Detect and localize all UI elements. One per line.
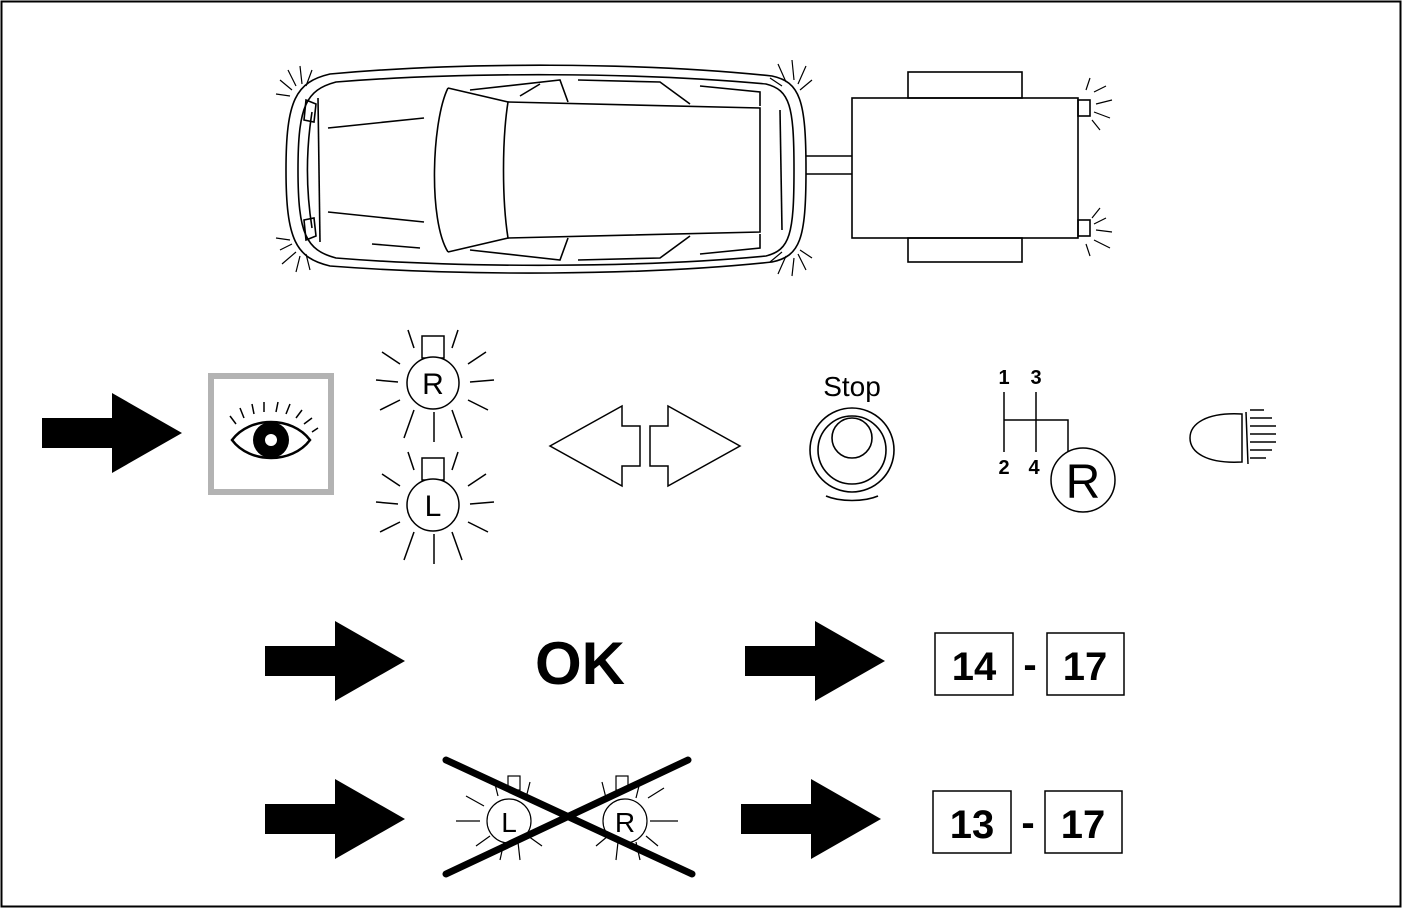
fail-step-to-box: [1044, 790, 1123, 854]
fail-step-from-box: [932, 790, 1012, 854]
car-with-trailer-icon: [285, 64, 1091, 274]
pointer-arrow-icon: [265, 779, 405, 859]
ok-step-from: 14: [952, 645, 997, 689]
right-lamp-letter: R: [422, 368, 444, 401]
cross-out-icon: [442, 756, 696, 878]
fail-step-from: 13: [950, 803, 995, 847]
gear-4-label: 4: [1028, 457, 1040, 479]
ok-step-separator: -: [1023, 643, 1036, 687]
gear-reverse-label: R: [1066, 456, 1101, 509]
fail-step-to: 17: [1061, 803, 1106, 847]
stop-label: Stop: [823, 371, 881, 402]
hazard-flash-rays: [275, 59, 1113, 277]
ok-step-to-box: [1046, 632, 1125, 696]
gear-shift-icon: [1003, 392, 1116, 513]
ok-step-from-box: [934, 632, 1014, 696]
turn-signal-arrows-icon: [548, 404, 742, 488]
pointer-arrow-icon: [265, 621, 405, 701]
ok-step-to: 17: [1063, 645, 1108, 689]
left-lamp-letter: L: [425, 490, 442, 523]
fail-step-separator: -: [1021, 801, 1034, 845]
fail-right-lamp-letter: R: [615, 807, 635, 838]
left-lamp-icon: [375, 451, 495, 564]
fail-lamps-icon: [456, 775, 678, 861]
eye-check-icon: [208, 373, 334, 495]
stop-lamp-icon: [809, 407, 895, 502]
right-lamp-icon: [375, 329, 495, 442]
ok-result-text: OK: [535, 630, 625, 697]
gear-1-label: 1: [998, 367, 1009, 389]
gear-3-label: 3: [1030, 367, 1041, 389]
gear-2-label: 2: [998, 457, 1009, 479]
pointer-arrow-icon: [42, 393, 182, 473]
pointer-arrow-icon: [741, 779, 881, 859]
pointer-arrow-icon: [745, 621, 885, 701]
fail-left-lamp-letter: L: [501, 807, 517, 838]
fog-lamp-icon: [1189, 409, 1276, 465]
